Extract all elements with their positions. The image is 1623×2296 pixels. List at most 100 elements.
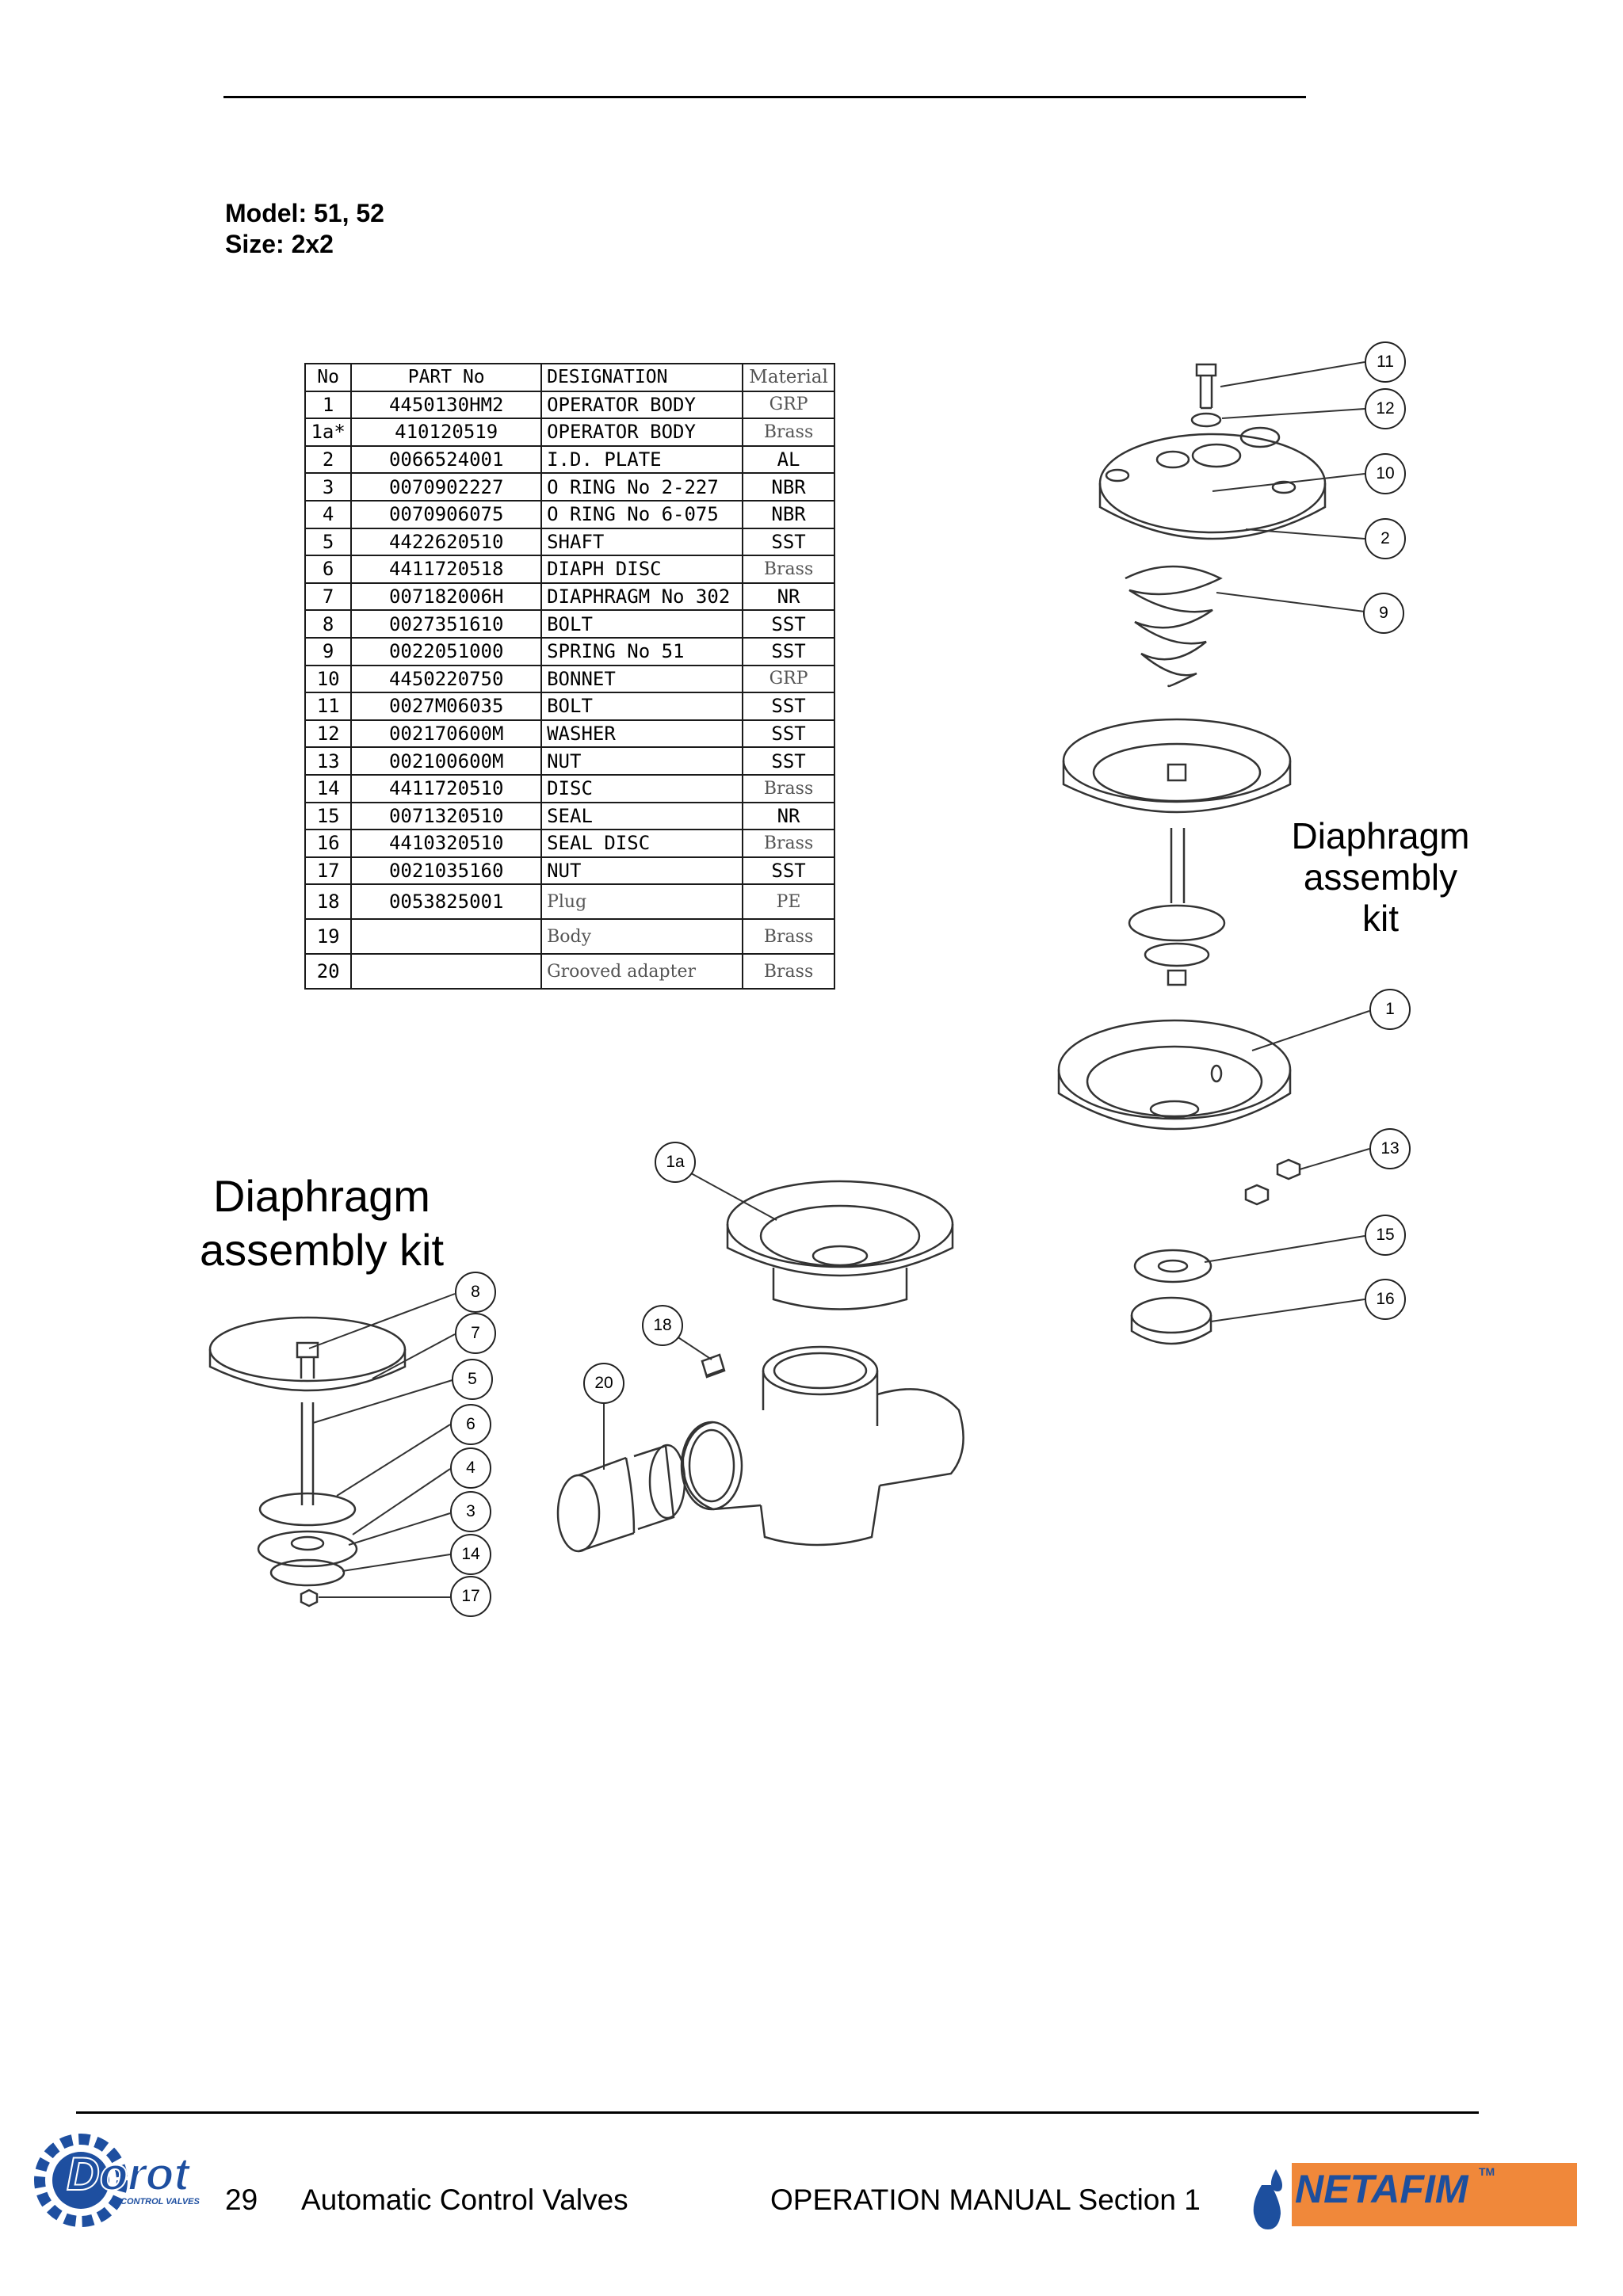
body-1-drawing <box>1057 1019 1292 1131</box>
nut-13b-drawing <box>1244 1184 1270 1206</box>
cell-no: 2 <box>304 444 353 475</box>
cell-material: SST <box>742 719 835 749</box>
callout-1: 1 <box>1369 989 1411 1030</box>
spring-9-drawing <box>1125 565 1223 688</box>
footer-section: OPERATION MANUAL Section 1 <box>770 2183 1201 2216</box>
bonnet-drawing <box>1098 426 1327 540</box>
kit-label-left-line-2: assembly kit <box>199 1225 445 1275</box>
callout-7: 7 <box>455 1313 496 1354</box>
cell-no: 16 <box>304 829 353 858</box>
col-material: Material <box>742 363 835 392</box>
cell-part-no: 4410320510 <box>350 829 543 858</box>
callout-16: 16 <box>1365 1279 1406 1320</box>
footer-rule <box>76 2111 1479 2114</box>
valve-body-19-drawing <box>680 1345 964 1547</box>
kit-label-left-line-1: Diaphragm <box>213 1171 430 1221</box>
cell-no: 11 <box>304 692 353 721</box>
cell-material: SST <box>742 636 835 666</box>
cell-no: 1a* <box>304 418 353 447</box>
page-number: 29 <box>225 2183 258 2216</box>
callout-8: 8 <box>455 1272 496 1313</box>
cell-part-no: 002100600M <box>350 746 543 776</box>
callout-18: 18 <box>642 1305 683 1346</box>
cell-material: GRP <box>742 664 835 694</box>
cell-material: GRP <box>742 390 835 420</box>
cell-designation: NUT <box>540 856 744 886</box>
cell-material: PE <box>742 883 835 921</box>
callout-20: 20 <box>583 1363 624 1404</box>
water-drop-icon <box>1253 2185 1281 2229</box>
model-info: Model: 51, 52 Size: 2x2 <box>225 198 384 260</box>
cell-material: SST <box>742 856 835 886</box>
callout-6: 6 <box>450 1404 491 1445</box>
cell-no: 15 <box>304 801 353 831</box>
cell-material: Brass <box>742 829 835 858</box>
seal-disc-16-drawing <box>1130 1296 1212 1345</box>
cell-material: Brass <box>742 418 835 447</box>
nut-13-drawing <box>1276 1158 1301 1180</box>
col-no: No <box>304 363 353 392</box>
small-drop-icon <box>1270 2169 1282 2191</box>
cell-designation: OPERATOR BODY <box>540 418 744 447</box>
cell-material: Brass <box>742 773 835 803</box>
cell-part-no: 410120519 <box>350 418 543 447</box>
cell-part-no: 0066524001 <box>350 444 543 475</box>
cell-material: AL <box>742 444 835 475</box>
cell-material: NBR <box>742 499 835 529</box>
cell-part-no: 0021035160 <box>350 856 543 886</box>
cell-no: 13 <box>304 746 353 776</box>
cell-no: 3 <box>304 472 353 502</box>
cell-part-no: 4411720510 <box>350 773 543 803</box>
dorot-logo: Dorot CONTROL VALVES <box>34 2134 200 2227</box>
diaphragm-kit-right-drawing <box>1062 718 1292 986</box>
cell-material: SST <box>742 746 835 776</box>
cell-designation: SEAL <box>540 801 744 831</box>
cell-designation: NUT <box>540 746 744 776</box>
cell-part-no: 4450220750 <box>350 664 543 694</box>
body-1a-drawing <box>726 1180 954 1310</box>
cell-no: 14 <box>304 773 353 803</box>
col-designation: DESIGNATION <box>540 363 744 392</box>
callout-15: 15 <box>1365 1215 1406 1256</box>
cell-no: 9 <box>304 636 353 666</box>
netafim-logo-text: NETAFIM <box>1295 2167 1469 2211</box>
kit-label-right-line-2: assembly <box>1303 856 1458 898</box>
cell-part-no: 007182006H <box>350 582 543 612</box>
cell-designation: DIAPH DISC <box>540 555 744 584</box>
cell-designation: SHAFT <box>540 527 744 557</box>
grooved-adapter-20-drawing <box>556 1444 686 1553</box>
cell-designation: BOLT <box>540 692 744 721</box>
plug-18-drawing <box>701 1353 726 1379</box>
cell-part-no: 0071320510 <box>350 801 543 831</box>
size-line: Size: 2x2 <box>225 230 334 258</box>
cell-no: 19 <box>304 918 353 955</box>
cell-designation: Plug <box>540 883 744 921</box>
cell-no: 1 <box>304 390 353 420</box>
cell-material: NBR <box>742 472 835 502</box>
cell-no: 7 <box>304 582 353 612</box>
cell-designation: Grooved adapter <box>540 953 744 990</box>
callout-11: 11 <box>1365 341 1406 383</box>
cell-no: 4 <box>304 499 353 529</box>
dorot-logo-text: Dorot <box>67 2149 191 2200</box>
col-part-no: PART No <box>350 363 543 392</box>
cell-no: 6 <box>304 555 353 584</box>
cell-designation: OPERATOR BODY <box>540 390 744 420</box>
callout-12: 12 <box>1365 388 1406 429</box>
cell-material: SST <box>742 692 835 721</box>
cell-material: Brass <box>742 555 835 584</box>
